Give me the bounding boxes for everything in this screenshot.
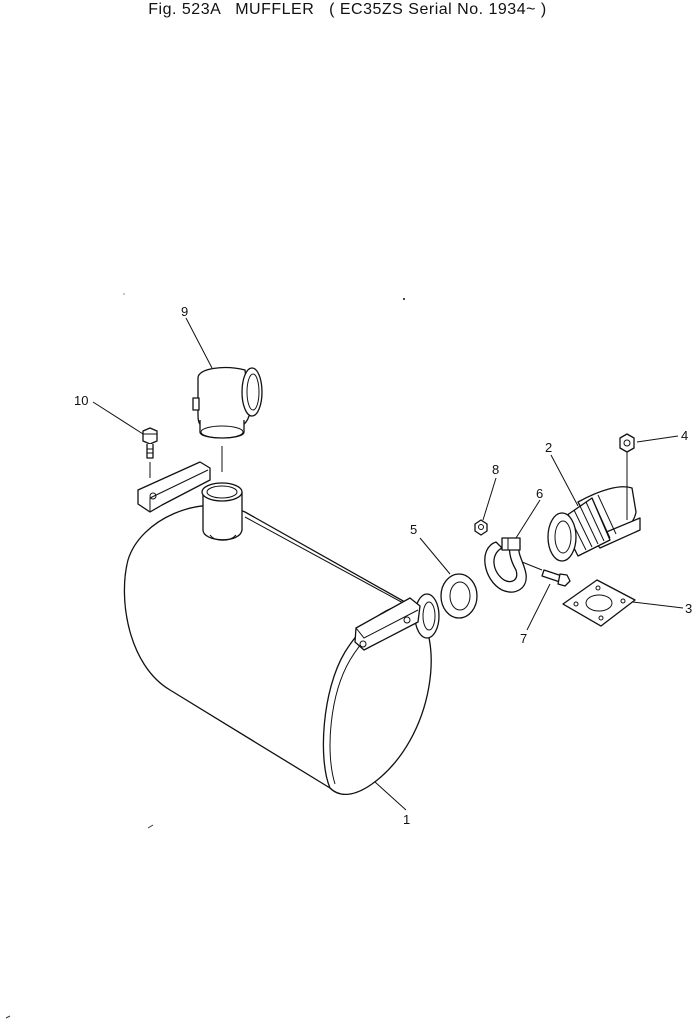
nut-8[interactable] — [474, 519, 488, 536]
square-gasket[interactable] — [562, 579, 636, 627]
part-callouts: 9 10 4 2 8 6 5 7 3 1 — [74, 304, 692, 827]
elbow-pipe[interactable] — [192, 367, 263, 472]
callout-4: 4 — [681, 428, 688, 443]
callout-2: 2 — [545, 440, 552, 455]
callout-8: 8 — [492, 462, 499, 477]
scan-specks — [5, 293, 405, 1019]
nut-4[interactable] — [619, 433, 635, 453]
bolt-10[interactable] — [142, 427, 158, 478]
callout-5: 5 — [410, 522, 417, 537]
leader-lines — [92, 317, 684, 811]
callout-6: 6 — [536, 486, 543, 501]
callout-7: 7 — [520, 631, 527, 646]
callout-10: 10 — [74, 393, 88, 408]
callout-3: 3 — [685, 601, 692, 616]
callout-9: 9 — [181, 304, 188, 319]
gasket-ring[interactable] — [440, 573, 478, 619]
callout-1: 1 — [403, 812, 410, 827]
clamp-bolt[interactable] — [521, 561, 571, 587]
flexible-pipe[interactable] — [547, 452, 641, 562]
clamp[interactable] — [484, 537, 527, 593]
figure-title: Fig. 523A MUFFLER ( EC35ZS Serial No. 19… — [148, 1, 547, 18]
muffler-body[interactable] — [123, 461, 440, 795]
